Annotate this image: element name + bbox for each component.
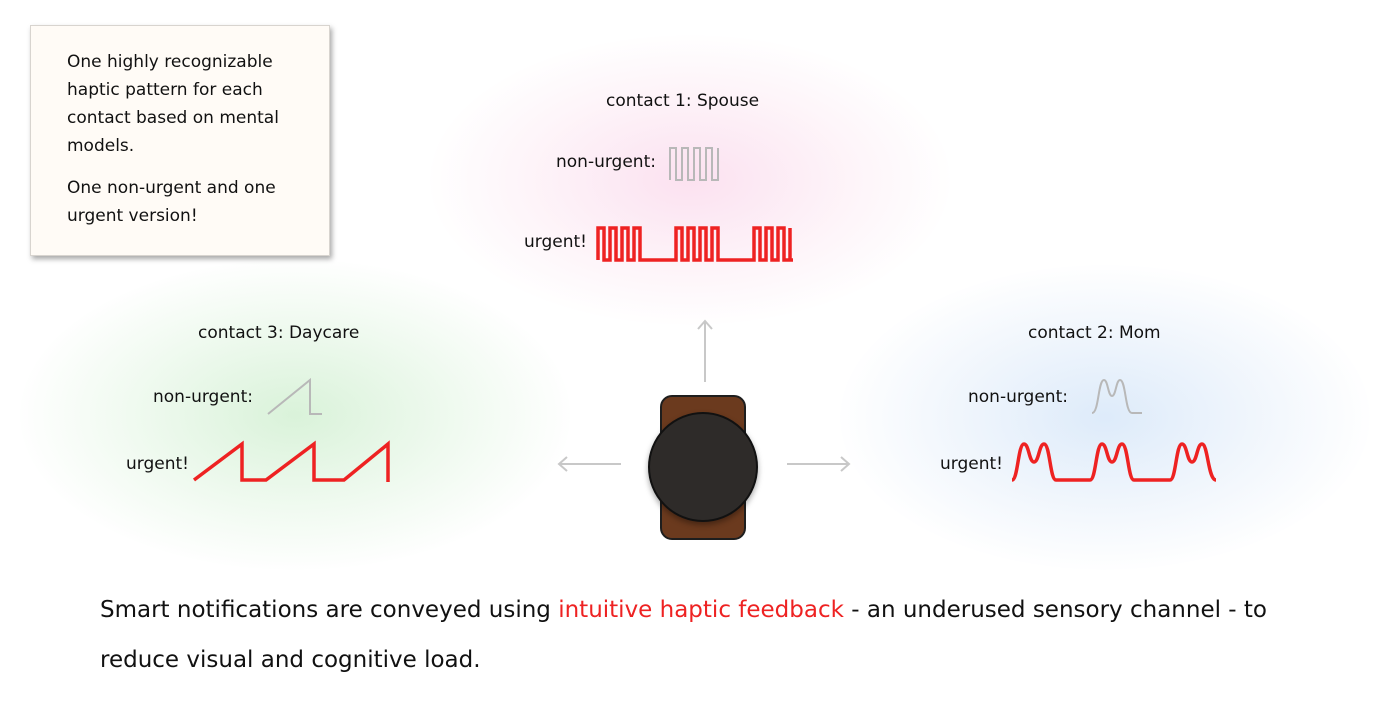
contact-3-non-urgent-wave <box>267 377 322 415</box>
contact-2-non-urgent-label: non-urgent: <box>968 387 1068 407</box>
contact-2-urgent-wave <box>1010 442 1217 482</box>
haptic-device-knob[interactable] <box>648 412 758 522</box>
contact-3-non-urgent-label: non-urgent: <box>153 387 253 407</box>
caption: Smart notifications are conveyed using i… <box>100 585 1320 685</box>
caption-text-start: Smart notifications are conveyed using <box>100 597 559 623</box>
note-line-2: One non-urgent and one urgent version! <box>67 178 276 226</box>
contact-2-urgent-label: urgent! <box>940 454 1003 474</box>
contact-1-title: contact 1: Spouse <box>606 91 760 111</box>
contact-1-non-urgent-wave <box>669 147 719 181</box>
contact-1-non-urgent-label: non-urgent: <box>556 152 656 172</box>
note-line-1: One highly recognizable haptic pattern f… <box>67 52 279 156</box>
sticky-note: One highly recognizable haptic pattern f… <box>30 25 330 256</box>
caption-highlight: intuitive haptic feedback <box>558 597 844 623</box>
arrow-left-icon <box>557 456 621 472</box>
arrow-right-icon <box>787 456 851 472</box>
contact-2-non-urgent-wave <box>1091 378 1142 414</box>
contact-1-urgent-label: urgent! <box>524 232 587 252</box>
contact-3-urgent-wave <box>192 440 390 482</box>
contact-3-urgent-label: urgent! <box>126 454 189 474</box>
contact-2-title: contact 2: Mom <box>1028 323 1161 343</box>
arrow-up-icon <box>697 319 713 382</box>
contact-3-title: contact 3: Daycare <box>198 323 360 343</box>
caption-text-end: - an underused sensory channel - to redu… <box>100 597 1267 673</box>
contact-1-urgent-wave <box>596 226 793 262</box>
